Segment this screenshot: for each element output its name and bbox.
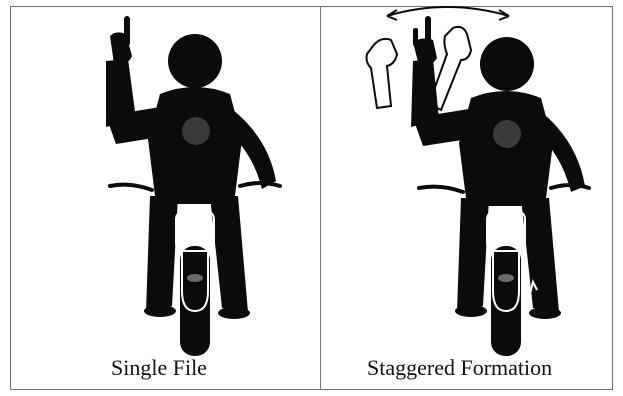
left-boot-shape xyxy=(455,305,487,317)
staggered-formation-panel: Staggered Formation xyxy=(321,6,613,390)
ghost-arm-left-outline xyxy=(367,39,398,108)
motion-arc xyxy=(387,7,509,20)
left-leg-shape xyxy=(457,198,489,312)
motion-arc-path xyxy=(387,7,509,16)
right-boot-shape xyxy=(529,307,561,319)
left-handlebar xyxy=(110,185,152,190)
staggered-formation-chest-detail xyxy=(493,120,521,148)
headlight-outline xyxy=(487,211,525,251)
headlight-outline xyxy=(176,211,214,251)
single-file-chest-detail xyxy=(182,117,210,145)
right-handlebar xyxy=(240,183,280,186)
chest-badge-shape xyxy=(182,117,210,145)
torso-shape xyxy=(148,87,242,204)
staggered-formation-caption: Staggered Formation xyxy=(367,357,552,379)
helmet-shape xyxy=(168,34,222,88)
left-leg-shape xyxy=(146,196,178,312)
front-wheel-shape xyxy=(180,246,210,356)
right-leg-shape xyxy=(210,196,248,312)
torso-shape xyxy=(459,91,553,206)
single-file-panel: Single File xyxy=(10,6,320,390)
helmet-shape xyxy=(480,37,534,91)
right-leg-shape xyxy=(521,198,559,312)
right-boot-shape xyxy=(218,307,250,319)
left-boot-shape xyxy=(144,305,176,317)
reflector-shape xyxy=(498,274,514,282)
single-file-rider-illustration xyxy=(10,6,320,390)
single-file-caption: Single File xyxy=(111,357,207,379)
front-wheel-shape xyxy=(491,246,521,356)
left-handlebar xyxy=(419,187,463,192)
reflector-shape xyxy=(187,274,203,282)
staggered-formation-rider-illustration xyxy=(321,6,613,390)
chest-badge-shape xyxy=(493,120,521,148)
